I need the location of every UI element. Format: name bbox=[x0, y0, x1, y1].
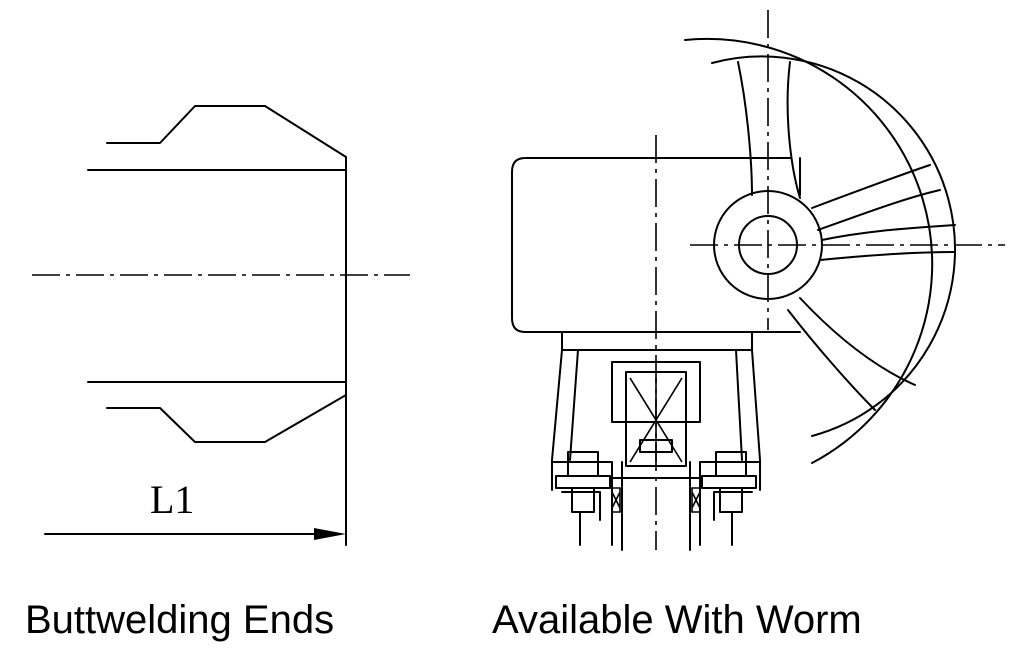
handwheel-spoke-right-2 bbox=[819, 251, 956, 261]
handwheel-spoke-right-upper-2 bbox=[817, 189, 941, 231]
yoke-left-outer bbox=[551, 331, 563, 491]
handwheel-spoke-right-upper bbox=[811, 164, 931, 209]
buttwelding-ends-caption: Buttwelding Ends bbox=[25, 598, 335, 642]
worm-gear-figure bbox=[511, 10, 1005, 551]
flange-plate bbox=[551, 461, 761, 479]
handwheel-spoke-upper-2 bbox=[786, 61, 801, 199]
dimension-label: L1 bbox=[150, 477, 194, 522]
upper-outer-profile bbox=[106, 105, 347, 158]
handwheel-spoke-lower bbox=[799, 297, 916, 386]
valve-stem bbox=[621, 461, 691, 551]
bolt-nut-left bbox=[555, 475, 611, 489]
flange-lower bbox=[561, 491, 753, 521]
packing-cross bbox=[629, 377, 683, 463]
seal-right bbox=[691, 487, 701, 513]
packing-base bbox=[639, 439, 673, 453]
yoke-right-inner bbox=[735, 349, 743, 461]
dimension-arrowhead bbox=[314, 528, 346, 540]
handwheel-spoke-lower-2 bbox=[787, 309, 876, 411]
lower-outer-profile bbox=[106, 394, 347, 443]
handwheel-rim-outer bbox=[684, 37, 934, 464]
bolt-head-left bbox=[567, 451, 599, 477]
yoke-left-inner bbox=[569, 349, 579, 461]
seal-left bbox=[611, 487, 621, 513]
packing-box bbox=[625, 371, 687, 467]
gearbox-body bbox=[511, 157, 801, 333]
buttwelding-end-figure: L1 bbox=[32, 105, 410, 546]
handwheel-spoke-upper bbox=[737, 61, 753, 196]
yoke-right-outer bbox=[751, 331, 761, 491]
bolt-nut-right bbox=[701, 475, 757, 489]
handwheel-spoke-right bbox=[821, 224, 956, 241]
handwheel-rim-inner bbox=[711, 55, 957, 437]
available-with-worm-caption: Available With Worm bbox=[492, 598, 862, 642]
